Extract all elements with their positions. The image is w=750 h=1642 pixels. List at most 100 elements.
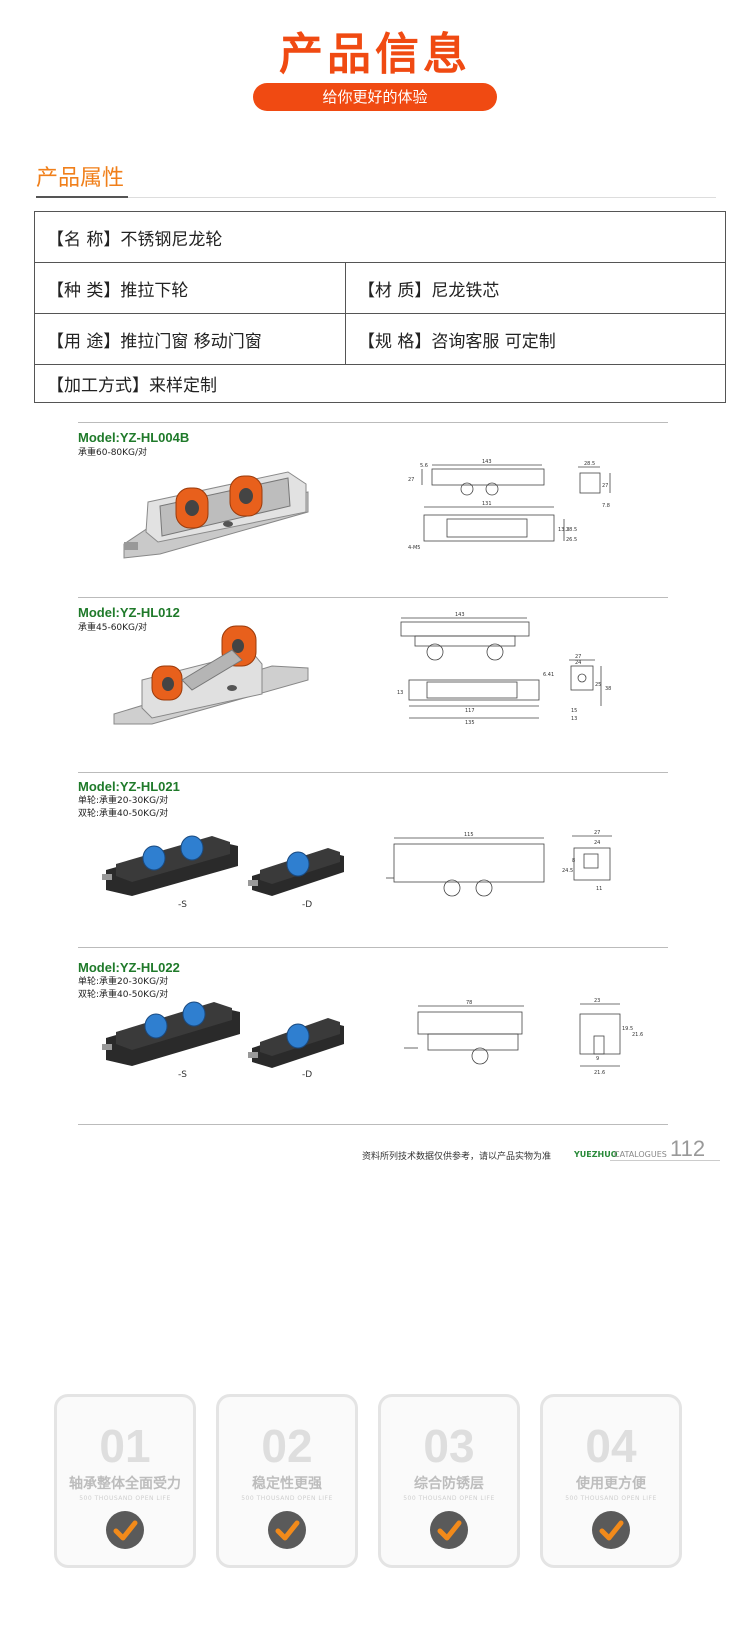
dim-label: 23 xyxy=(594,998,600,1004)
drawing-hl004b: 143 27 5.6 28.5 27 7.8 131 4-M5 13.3 28.… xyxy=(408,459,611,551)
dim-label: 143 xyxy=(482,459,492,465)
dim-label: 6.41 xyxy=(543,672,554,678)
feature-label: 使用更方便 xyxy=(576,1476,646,1492)
drawing-hl022: 78 23 19.5 21.6 9 21.6 xyxy=(404,998,643,1076)
dim-label: 38 xyxy=(605,686,611,692)
dim-label: 5.6 xyxy=(420,463,428,469)
attr-type: 【种 类】推拉下轮 xyxy=(34,262,346,314)
dim-label: 28.5 xyxy=(584,461,595,467)
feature-number: 03 xyxy=(423,1420,475,1472)
feature-card: 01 轴承整体全面受力 500 THOUSAND OPEN LIFE xyxy=(54,1394,196,1568)
product-model: Model:YZ-HL012 xyxy=(78,605,180,620)
dim-label: 27 xyxy=(575,654,581,660)
product-spec: 承重45-60KG/对 xyxy=(78,623,148,633)
attr-usage: 【用 途】推拉门窗 移动门窗 xyxy=(34,313,346,365)
attr-process: 【加工方式】来样定制 xyxy=(34,364,726,403)
dim-label: 26.5 xyxy=(566,537,577,543)
dim-label: 13.3 xyxy=(558,527,569,533)
product-model: Model:YZ-HL004B xyxy=(78,430,190,445)
catalog-divider xyxy=(78,772,668,773)
check-icon xyxy=(592,1511,630,1549)
heading-divider xyxy=(36,197,716,198)
variant-label: -S xyxy=(178,900,187,910)
dim-label: 131 xyxy=(482,501,492,507)
dim-label: 143 xyxy=(455,612,465,618)
dim-label: 15 xyxy=(571,708,577,714)
dim-label: 24 xyxy=(594,840,600,846)
catalog-divider xyxy=(78,597,668,598)
dim-label: 13 xyxy=(571,716,577,722)
drawing-hl021: 115 27 24 8 24.5 11 xyxy=(386,830,612,897)
roller-photo-hl021-double xyxy=(102,835,238,896)
variant-label: -D xyxy=(302,900,313,910)
feature-number: 02 xyxy=(261,1420,313,1472)
dim-label: 21.6 xyxy=(594,1070,605,1076)
dim-label: 78 xyxy=(466,1000,472,1006)
product-spec: 承重60-80KG/对 xyxy=(78,448,148,458)
dim-label: 13 xyxy=(397,690,403,696)
dim-label: 27 xyxy=(408,477,414,483)
footer-underline xyxy=(610,1160,720,1161)
attr-spec: 【规 格】咨询客服 可定制 xyxy=(345,313,726,365)
product-spec: 双轮:承重40-50KG/对 xyxy=(78,809,169,819)
dim-label: 25 xyxy=(595,682,601,688)
feature-card: 04 使用更方便 500 THOUSAND OPEN LIFE xyxy=(540,1394,682,1568)
catalog-divider xyxy=(78,1124,668,1125)
product-model: Model:YZ-HL022 xyxy=(78,960,180,975)
roller-photo-hl004b xyxy=(123,471,309,559)
product-model: Model:YZ-HL021 xyxy=(78,779,180,794)
feature-subtext: 500 THOUSAND OPEN LIFE xyxy=(403,1495,495,1502)
dim-label: 21.6 xyxy=(632,1032,643,1038)
dim-label: 19.5 xyxy=(622,1026,633,1032)
dim-label: 4-M5 xyxy=(408,545,420,551)
dim-label: 27 xyxy=(602,483,608,489)
page-number: 112 xyxy=(670,1136,706,1161)
check-icon xyxy=(268,1511,306,1549)
dim-label: 117 xyxy=(465,708,475,714)
catalog-divider xyxy=(78,422,668,423)
attributes-heading: 产品属性 xyxy=(36,166,125,191)
catalog-divider xyxy=(78,947,668,948)
product-spec: 单轮:承重20-30KG/对 xyxy=(78,977,169,987)
roller-photo-hl021-single xyxy=(248,848,344,896)
attr-material: 【材 质】尼龙铁芯 xyxy=(345,262,726,314)
feature-number: 01 xyxy=(99,1420,151,1472)
feature-card: 02 稳定性更强 500 THOUSAND OPEN LIFE xyxy=(216,1394,358,1568)
feature-label: 轴承整体全面受力 xyxy=(69,1476,181,1492)
catalog-label: CATALOGUES xyxy=(614,1150,667,1159)
page-title: 产品信息 xyxy=(279,29,471,80)
drawing-hl012: 143 6.41 13 117 135 27 24 25 38 15 13 xyxy=(397,612,611,726)
dim-label: 11 xyxy=(596,886,602,892)
dim-label: 7.8 xyxy=(602,503,610,509)
attributes-table: 【名 称】不锈钢尼龙轮 【种 类】推拉下轮 【材 质】尼龙铁芯 【用 途】推拉门… xyxy=(34,211,726,403)
heading-underline xyxy=(36,196,128,198)
dim-label: 24 xyxy=(575,660,581,666)
feature-subtext: 500 THOUSAND OPEN LIFE xyxy=(241,1495,333,1502)
roller-photo-hl022-double xyxy=(102,1001,240,1066)
feature-label: 综合防锈层 xyxy=(414,1476,484,1492)
dim-label: 8 xyxy=(572,858,575,864)
feature-subtext: 500 THOUSAND OPEN LIFE xyxy=(79,1495,171,1502)
check-icon xyxy=(106,1511,144,1549)
roller-photo-hl022-single xyxy=(248,1018,344,1068)
roller-photo-hl012 xyxy=(113,625,309,725)
feature-card: 03 综合防锈层 500 THOUSAND OPEN LIFE xyxy=(378,1394,520,1568)
disclaimer-text: 资料所列技术数据仅供参考，请以产品实物为准 xyxy=(362,1152,552,1162)
dim-label: 28.5 xyxy=(566,527,577,533)
dim-label: 135 xyxy=(465,720,475,726)
dim-label: 27 xyxy=(594,830,600,836)
product-spec: 单轮:承重20-30KG/对 xyxy=(78,796,169,806)
attr-name: 【名 称】不锈钢尼龙轮 xyxy=(34,211,726,263)
feature-number: 04 xyxy=(585,1420,637,1472)
dim-label: 115 xyxy=(464,832,474,838)
variant-label: -D xyxy=(302,1070,313,1080)
check-icon xyxy=(430,1511,468,1549)
feature-subtext: 500 THOUSAND OPEN LIFE xyxy=(565,1495,657,1502)
product-spec: 双轮:承重40-50KG/对 xyxy=(78,990,169,1000)
variant-label: -S xyxy=(178,1070,187,1080)
brand-name: YUEZHUO xyxy=(574,1150,618,1159)
subtitle-pill: 给你更好的体验 xyxy=(253,83,497,111)
feature-label: 稳定性更强 xyxy=(252,1476,322,1492)
dim-label: 24.5 xyxy=(562,868,573,874)
dim-label: 9 xyxy=(596,1056,599,1062)
